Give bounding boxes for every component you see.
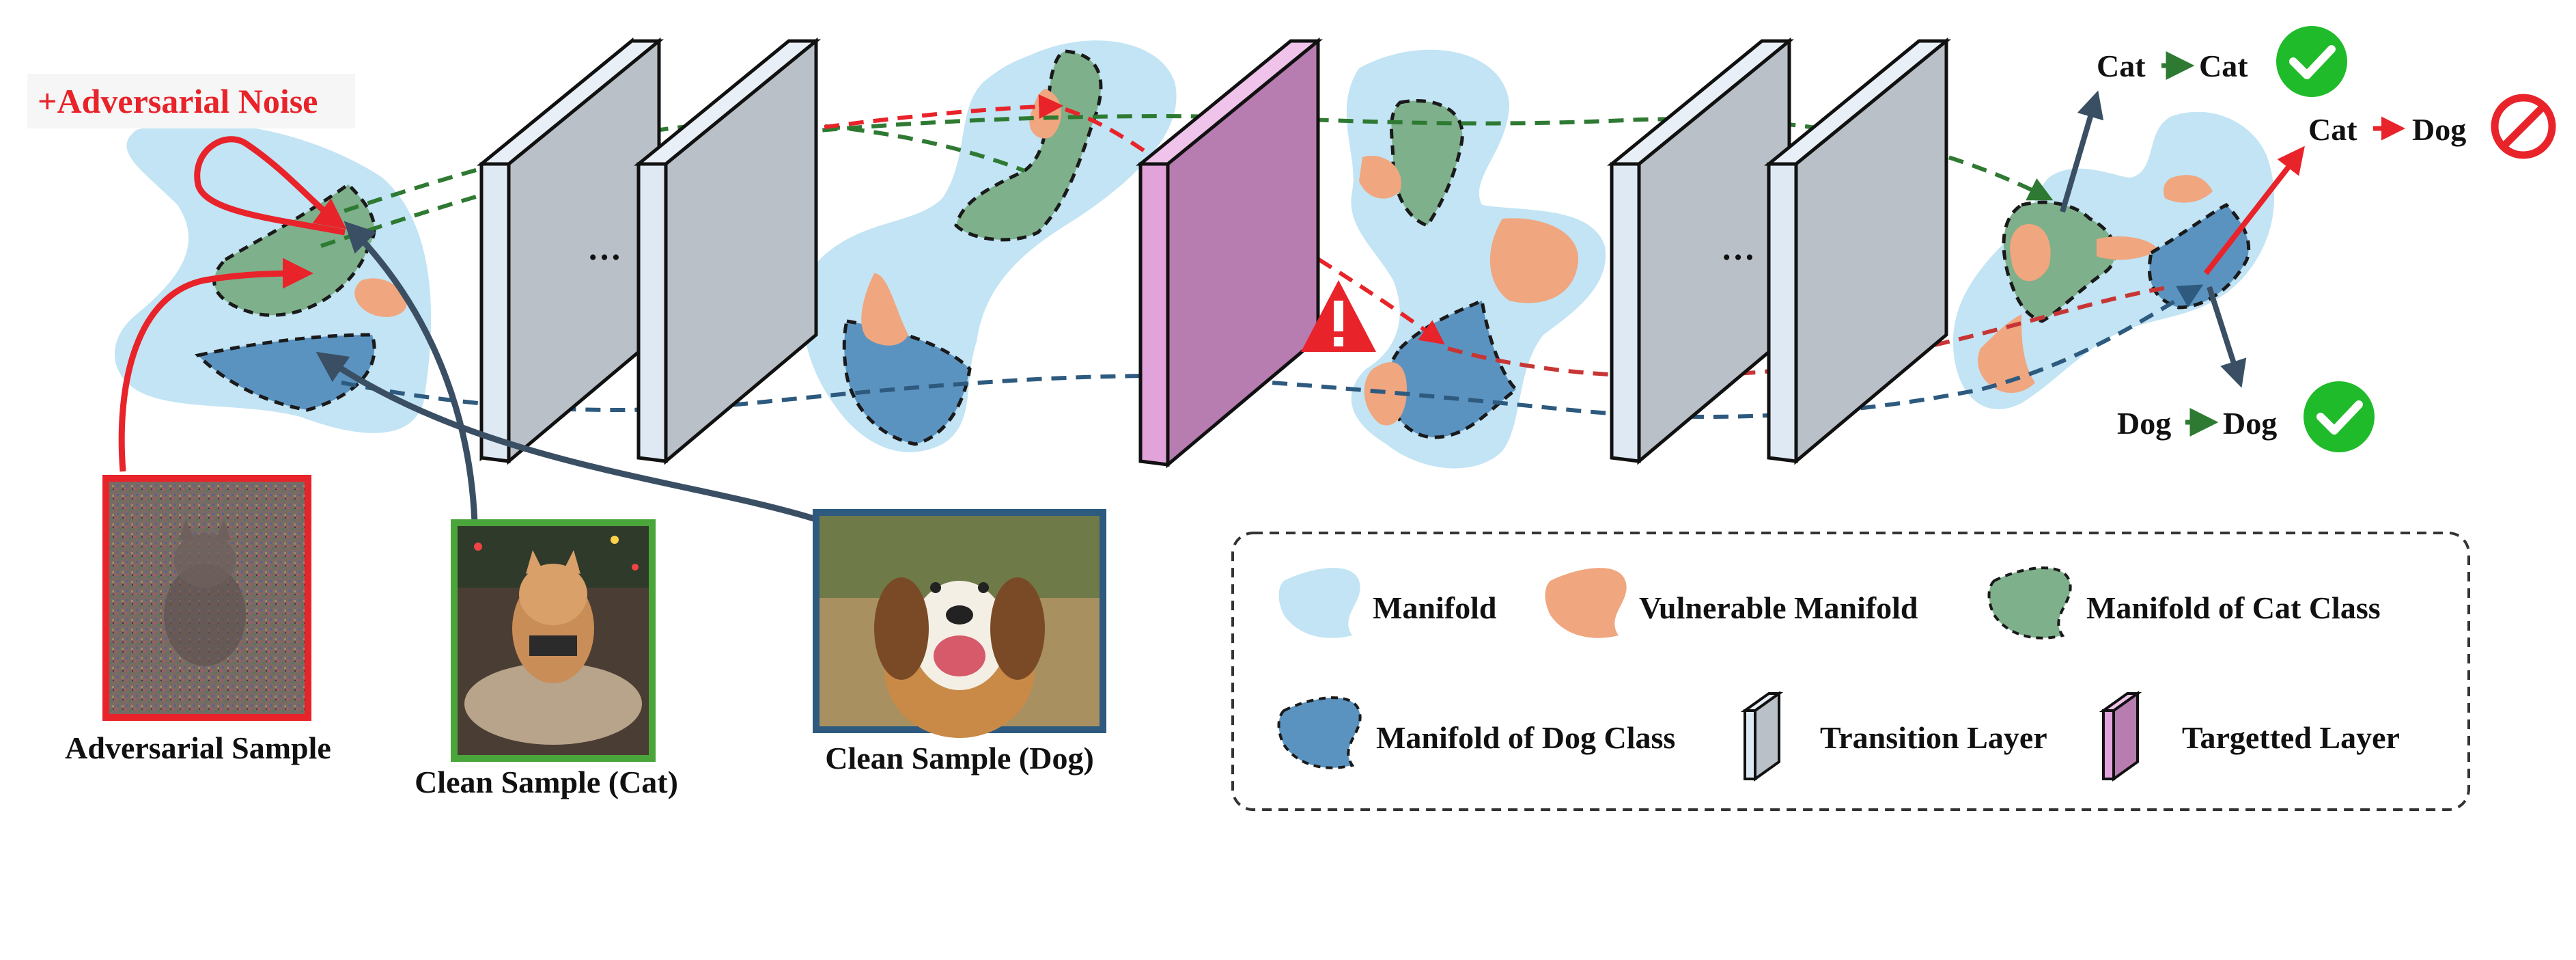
legend-label-cat: Manifold of Cat Class — [2086, 590, 2381, 625]
legend-item-manifold: Manifold — [1278, 568, 1497, 638]
manifold-swatch — [1278, 568, 1360, 638]
adversarial-sample-arrow — [118, 258, 313, 472]
adversarial-sample-image — [102, 475, 311, 721]
vulnerable-region-3a — [1359, 156, 1401, 199]
cat-cat-from: Cat — [2097, 49, 2146, 83]
check-icon-2 — [2304, 381, 2375, 452]
clean-cat-arrow — [344, 221, 478, 523]
forbidden-icon — [2491, 94, 2556, 159]
vulnerable-region-3b — [1489, 218, 1579, 303]
vulnerable-region-4d — [1978, 314, 2035, 393]
output-dog-dog: Dog Dog — [2117, 381, 2375, 452]
dog-output-arrow — [2207, 286, 2247, 388]
clean-cat-label: Clean Sample (Cat) — [415, 765, 678, 799]
legend-label-targeted: Targetted Layer — [2182, 720, 2400, 755]
legend-item-transition: Transition Layer — [1740, 691, 2047, 782]
manifold-2 — [802, 40, 1177, 452]
targeted-layer — [1135, 37, 1324, 469]
cat-class-region-3 — [1390, 99, 1464, 228]
vulnerable-region-4a — [2010, 224, 2051, 282]
clean-dog-arrow — [316, 351, 817, 523]
input-manifold — [114, 122, 432, 433]
legend: Manifold Vulnerable Manifold Manifold of… — [1231, 532, 2470, 811]
legend-label-transition: Transition Layer — [1820, 720, 2047, 755]
adversarial-noise-loop — [194, 136, 347, 236]
ellipsis-2: … — [1721, 229, 1755, 267]
cat-class-region-2 — [954, 49, 1103, 242]
warning-icon — [1301, 280, 1376, 352]
manifold-3 — [1346, 49, 1606, 469]
adversarial-path-a — [751, 94, 1064, 139]
cat-cat-to: Cat — [2199, 49, 2248, 83]
cat-output-arrow — [2060, 90, 2104, 213]
transition-layer-2 — [633, 37, 822, 465]
dog-dog-to: Dog — [2223, 406, 2277, 441]
adversarial-noise-badge — [27, 74, 355, 128]
output-cat-cat: Cat Cat — [2097, 26, 2347, 97]
ellipsis-1: … — [587, 229, 621, 267]
legend-label-manifold: Manifold — [1373, 590, 1497, 625]
clean-cat-image — [451, 519, 656, 762]
legend-box — [1231, 532, 2470, 811]
output-cat-dog: Cat Dog — [2308, 94, 2556, 159]
legend-item-targeted: Targetted Layer — [2099, 691, 2400, 782]
transition-layer-4 — [1763, 37, 1952, 465]
vulnerable-region-1 — [354, 278, 407, 317]
legend-label-dog: Manifold of Dog Class — [1376, 720, 1675, 755]
input-arrows — [118, 136, 817, 523]
output-arrows — [2060, 90, 2305, 388]
legend-label-vulnerable: Vulnerable Manifold — [1639, 590, 1918, 625]
dog-class-region-4 — [2147, 202, 2251, 310]
vulnerable-region-4b — [2097, 236, 2158, 260]
vulnerable-region-2b — [861, 273, 908, 346]
vulnerable-region-3c — [1364, 362, 1407, 426]
legend-item-cat: Manifold of Cat Class — [1987, 566, 2381, 640]
dog-class-region-2 — [842, 319, 972, 446]
check-icon — [2276, 26, 2347, 97]
cat-dog-to: Dog — [2412, 112, 2466, 147]
output-manifold — [1953, 111, 2274, 409]
transition-layer-3 — [1606, 37, 1795, 465]
clean-dog-image — [813, 509, 1106, 738]
cat-class-swatch — [1987, 566, 2072, 640]
adversarial-sample-label: Adversarial Sample — [65, 730, 331, 765]
cat-dog-from: Cat — [2308, 112, 2357, 147]
legend-item-dog: Manifold of Dog Class — [1277, 696, 1675, 769]
adversarial-noise-label: +Adversarial Noise — [38, 82, 318, 120]
dog-class-swatch — [1277, 696, 1362, 769]
targeted-layer-icon — [2099, 691, 2142, 782]
transition-layer-1 — [476, 37, 664, 465]
transition-layer-icon — [1740, 691, 1784, 782]
vulnerable-region-4c — [2164, 175, 2213, 203]
legend-item-vulnerable: Vulnerable Manifold — [1545, 568, 1918, 638]
clean-dog-label: Clean Sample (Dog) — [825, 741, 1094, 776]
adversarial-output-arrow — [2203, 146, 2305, 275]
vulnerable-swatch — [1545, 568, 1627, 638]
dog-dog-from: Dog — [2117, 406, 2171, 441]
